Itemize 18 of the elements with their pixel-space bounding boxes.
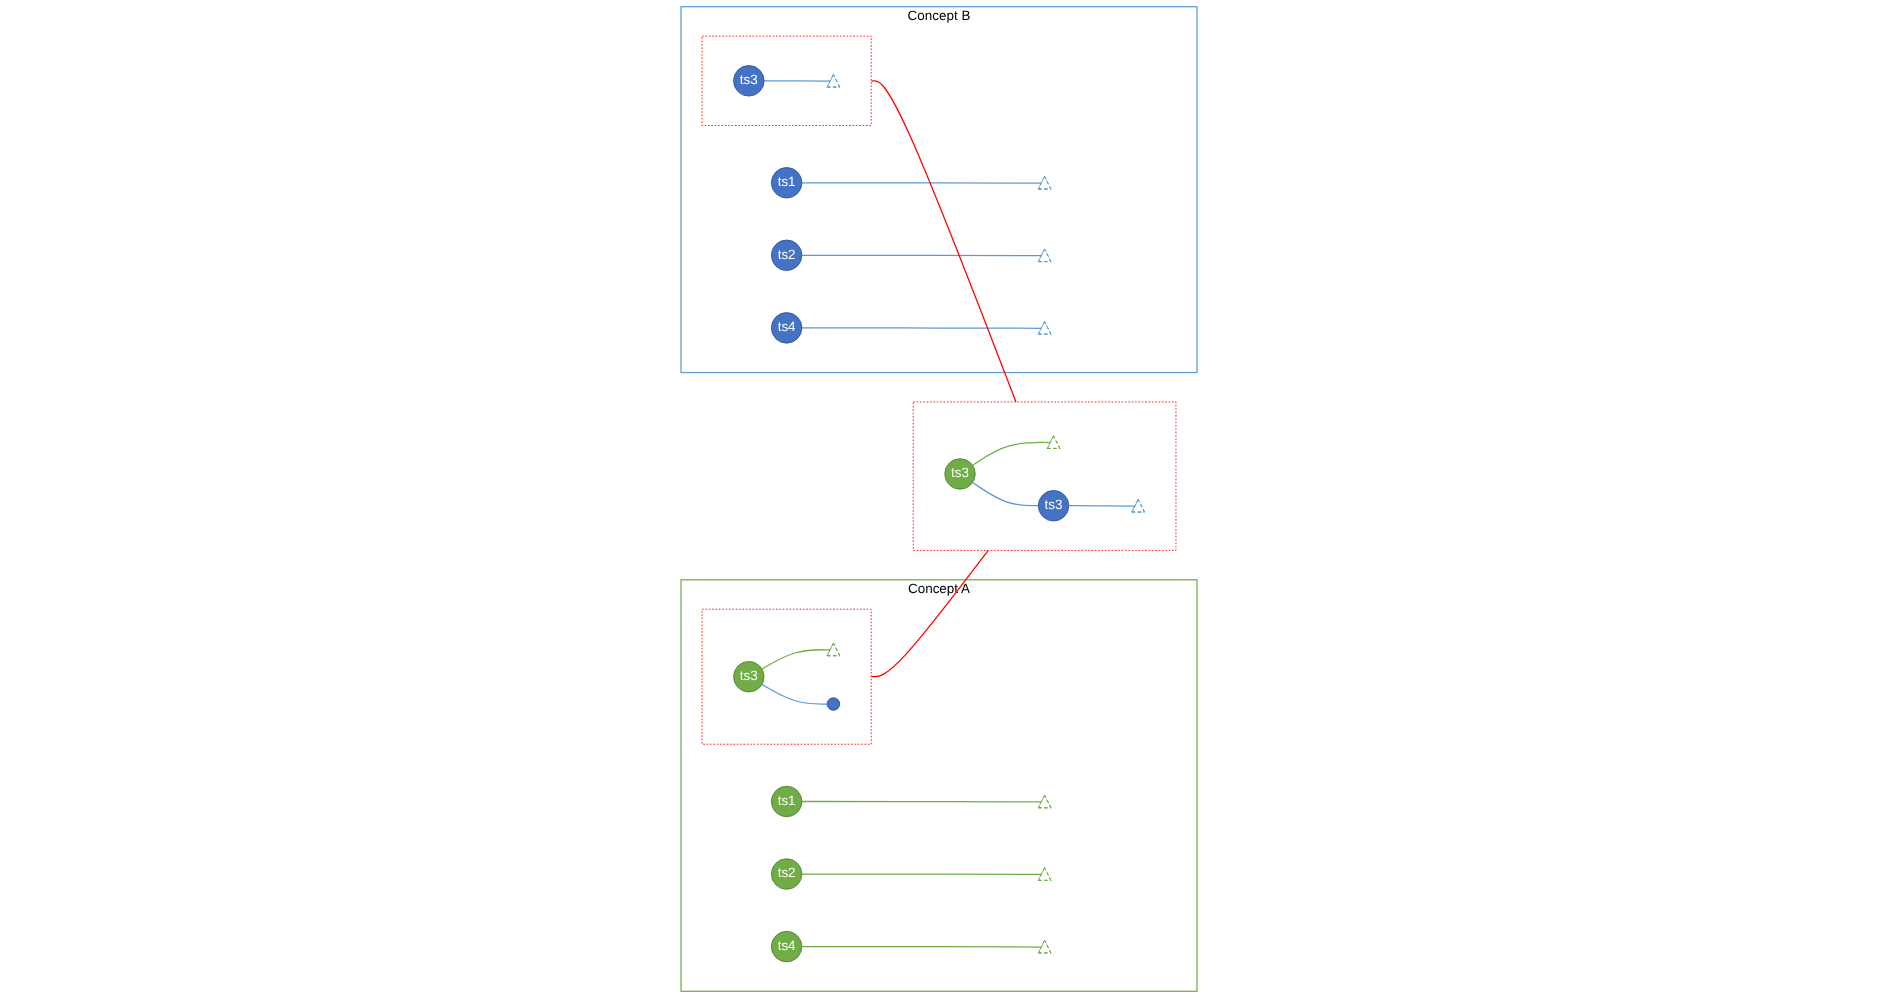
connector <box>801 182 1043 184</box>
connector <box>1068 505 1137 507</box>
cluster <box>912 401 1177 551</box>
connector <box>801 254 1043 257</box>
node-circle <box>826 697 841 711</box>
cluster <box>701 608 872 745</box>
connector <box>761 649 832 670</box>
connector <box>870 80 1017 403</box>
connector <box>972 441 1052 466</box>
connector <box>801 873 1043 876</box>
connector <box>801 327 1043 329</box>
connector <box>763 80 832 82</box>
connector <box>801 800 1043 803</box>
connector <box>972 481 1039 507</box>
connector <box>870 549 989 678</box>
connector <box>801 945 1043 948</box>
connector <box>761 683 828 705</box>
cluster <box>701 35 872 126</box>
